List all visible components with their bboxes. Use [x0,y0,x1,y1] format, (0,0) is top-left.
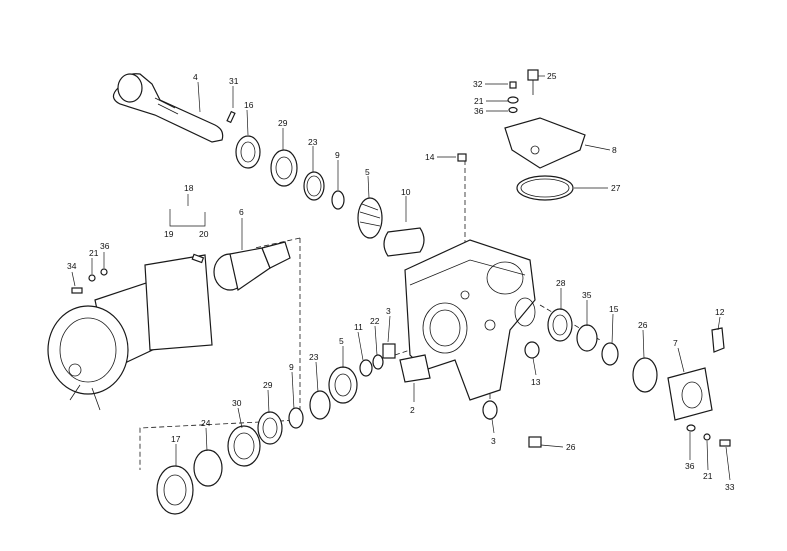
part-label: 18 [184,183,194,193]
part-label: 21 [89,248,99,258]
part-label: 9 [289,362,294,372]
part-labels: 4 31 16 29 23 9 5 10 14 32 25 21 36 8 27… [67,71,735,492]
part-label: 3 [491,436,496,446]
input-shaft [213,241,291,291]
part-label: 36 [100,241,110,251]
part-label: 32 [473,79,483,89]
part-label: 25 [547,71,557,81]
part-label: 12 [715,307,725,317]
part-label: 36 [474,106,484,116]
part-label: 28 [556,278,566,288]
part-label: 33 [725,482,735,492]
top-axis-parts [235,135,425,257]
part-label: 29 [263,380,273,390]
part-label: 27 [611,183,621,193]
part-label: 9 [335,150,340,160]
part-label: 8 [612,145,617,155]
part-label: 4 [193,72,198,82]
part-label: 24 [201,418,211,428]
part-label: 11 [354,322,363,332]
part-label: 23 [309,352,319,362]
part-label: 6 [239,207,244,217]
part-label: 21 [703,471,713,481]
left-hardware [71,253,205,294]
part-label: 16 [244,100,254,110]
part-label: 13 [531,377,541,387]
part-label: 26 [638,320,648,330]
part-label: 30 [232,398,242,408]
part-label: 14 [425,152,435,162]
top-cover [457,69,586,201]
part-label: 15 [609,304,619,314]
part-label: 22 [370,316,380,326]
bottom-axis-parts [156,343,396,515]
part-label: 34 [67,261,77,271]
part-label: 19 [164,229,174,239]
part-label: 23 [308,137,318,147]
part-label: 5 [365,167,370,177]
part-label: 35 [582,290,592,300]
key-pin [226,110,236,124]
part-label: 10 [401,187,411,197]
part-label: 36 [685,461,695,471]
leader-lines [71,75,731,481]
part-label: 7 [673,338,678,348]
part-label: 31 [229,76,239,86]
part-label: 29 [278,118,288,128]
part-label: 17 [171,434,181,444]
part-label: 5 [339,336,344,346]
motor-unit [47,254,213,411]
part-label: 2 [410,405,415,415]
part-label: 3 [386,306,391,316]
part-label: 21 [474,96,484,106]
part-label: 20 [199,229,209,239]
main-housing [399,239,536,401]
part-label: 26 [566,442,576,452]
output-shaft [112,73,224,143]
right-side-parts [482,308,731,448]
